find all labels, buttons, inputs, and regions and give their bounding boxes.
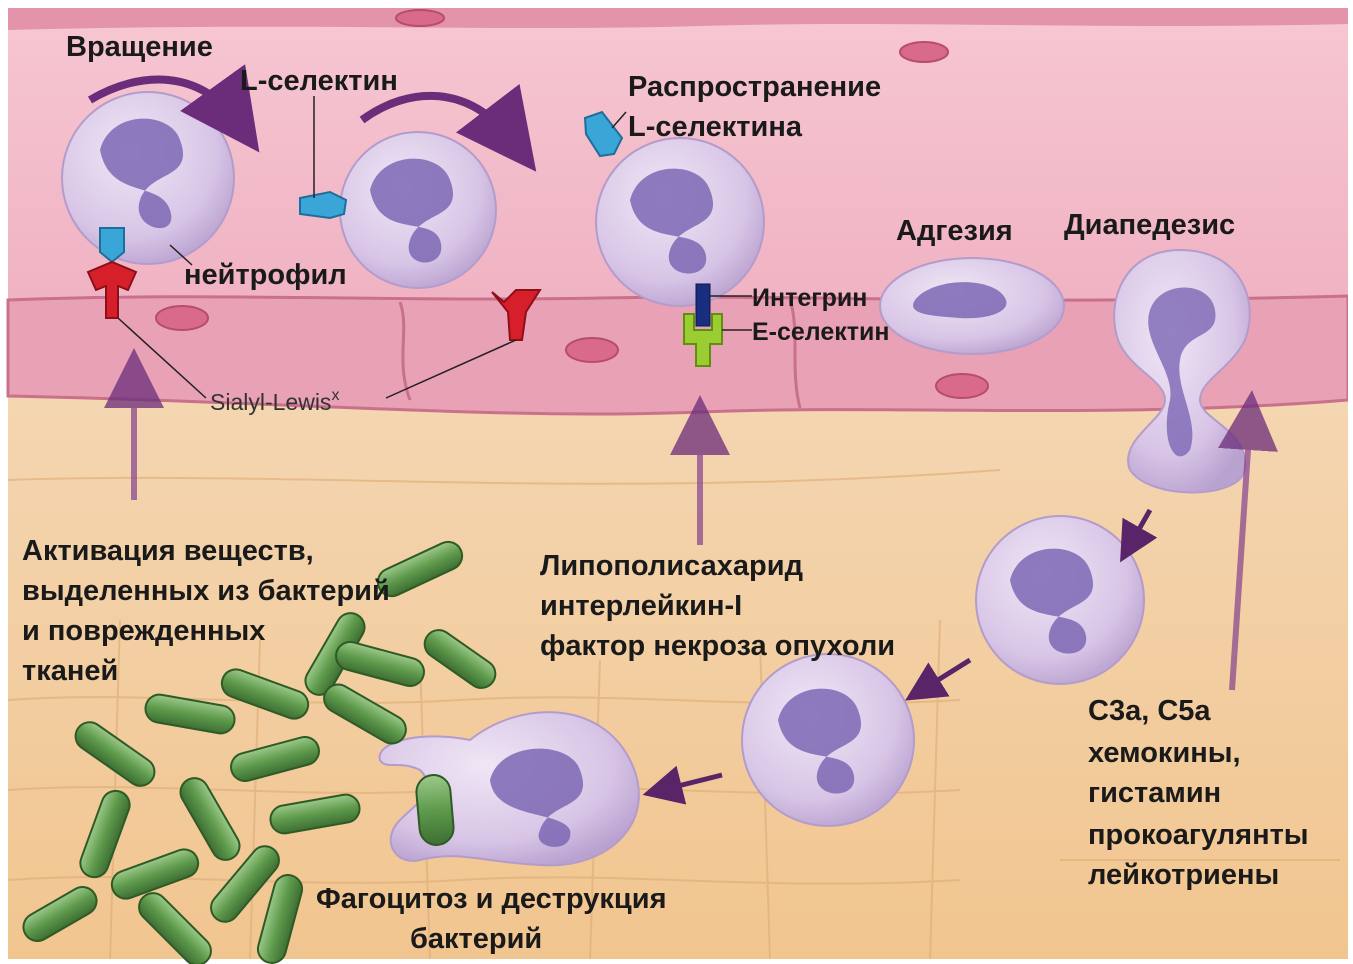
neutrophil-cell-1: [62, 92, 234, 264]
label-activation-1: Активация веществ,: [22, 535, 314, 567]
label-integrin: Интегрин: [752, 284, 867, 312]
label-adhesion: Адгезия: [896, 215, 1013, 247]
neutrophil-cell-3: [596, 138, 764, 306]
endothelial-nucleus: [900, 42, 948, 62]
label-activation-3: и поврежденных: [22, 615, 265, 647]
neutrophil-adhesion-cell: [880, 258, 1064, 354]
selectin-marker: [300, 192, 346, 218]
label-mediators-4: прокоагулянты: [1088, 819, 1309, 851]
label-phagocytosis-2: бактерий: [410, 923, 542, 955]
label-spread-line2: L-селектина: [628, 111, 803, 143]
label-sialyl-lewis: Sialyl-Lewisx: [210, 387, 339, 415]
integrin-rod-icon: [696, 284, 710, 326]
endothelial-nucleus: [396, 10, 444, 26]
label-neutrophil: нейтрофил: [184, 259, 347, 291]
label-mediators-1: C3a, C5a: [1088, 695, 1211, 727]
label-diapedesis: Диапедезис: [1064, 209, 1235, 241]
label-lps-1: Липополисахарид: [540, 550, 803, 582]
endothelial-nucleus: [156, 306, 208, 330]
label-e-selectin: E-селектин: [752, 318, 890, 346]
label-mediators-5: лейкотриены: [1088, 859, 1279, 891]
endothelial-nucleus: [566, 338, 618, 362]
label-activation-4: тканей: [22, 655, 118, 687]
label-phagocytosis-1: Фагоцитоз и деструкция: [316, 883, 667, 915]
label-mediators-3: гистамин: [1088, 777, 1221, 809]
label-mediators-2: хемокины,: [1088, 737, 1241, 769]
endothelial-nucleus: [936, 374, 988, 398]
label-spread-line1: Распространение: [628, 71, 881, 103]
label-l-selectin: L-селектин: [240, 65, 398, 97]
neutrophil-tissue-cell-2: [742, 654, 914, 826]
label-activation-2: выделенных из бактерий: [22, 575, 390, 607]
neutrophil-tissue-cell-1: [976, 516, 1144, 684]
label-lps-2: интерлейкин-I: [540, 590, 742, 622]
label-lps-3: фактор некроза опухоли: [540, 630, 895, 662]
label-rolling: Вращение: [66, 31, 213, 63]
neutrophil-cell-2: [340, 132, 496, 288]
